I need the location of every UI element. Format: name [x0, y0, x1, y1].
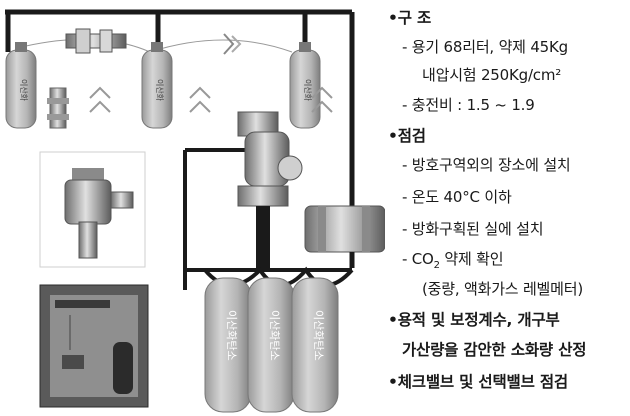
structure-heading: •구 조 — [388, 6, 431, 28]
pressure-test: 내압시험 250Kg/cm² — [422, 64, 561, 85]
co2-cylinder-2: 이산화탄소 — [248, 278, 294, 412]
vessel-capacity: - 용기 68리터, 약제 45Kg — [402, 36, 568, 57]
top-cylinder-middle: 이산화 — [142, 42, 172, 128]
top-cylinder-right-label: 이산화 — [303, 79, 313, 102]
co2-check-suffix: 약제 확인 — [440, 250, 504, 268]
co2-cylinder-1: 이산화탄소 — [205, 278, 251, 412]
co2-check-prefix: - CO — [402, 250, 434, 268]
small-fitting — [47, 88, 69, 128]
top-cylinder-left: 이산화 — [6, 42, 36, 128]
valve-check-note: •체크밸브 및 선택밸브 점검 — [388, 370, 568, 392]
co2-cylinder-3-label: 이산화탄소 — [312, 310, 325, 361]
top-cylinder-middle-label: 이산화 — [155, 79, 165, 102]
location-note: - 방호구역외의 장소에 설치 — [402, 154, 571, 175]
capacity-note-continued: 가산량을 감안한 소화량 산정 — [402, 338, 586, 360]
check-valve-closeup — [40, 152, 145, 267]
selector-valve — [185, 112, 302, 290]
fire-compartment-note: - 방화구획된 실에 설치 — [402, 218, 543, 239]
side-check-valve — [305, 186, 385, 268]
inspection-heading: •점검 — [388, 124, 426, 146]
capacity-note: •용적 및 보정계수, 개구부 — [388, 308, 560, 330]
co2-system-diagram: 이산화 이산화 이산화 — [0, 0, 385, 416]
co2-check-note: - CO2 약제 확인 — [402, 248, 503, 271]
top-cylinder-right: 이산화 — [290, 42, 320, 128]
co2-cylinder-2-label: 이산화탄소 — [268, 310, 281, 361]
co2-cylinder-3: 이산화탄소 — [292, 278, 338, 412]
temperature-note: - 온도 40°C 이하 — [402, 186, 512, 207]
fill-ratio: - 충전비 : 1.5 ~ 1.9 — [402, 94, 535, 115]
co2-cylinder-1-label: 이산화탄소 — [225, 310, 238, 361]
gauge-note: (중량, 액화가스 레벨메터) — [422, 278, 583, 299]
top-cylinder-left-label: 이산화 — [19, 79, 29, 102]
control-panel — [40, 285, 148, 407]
